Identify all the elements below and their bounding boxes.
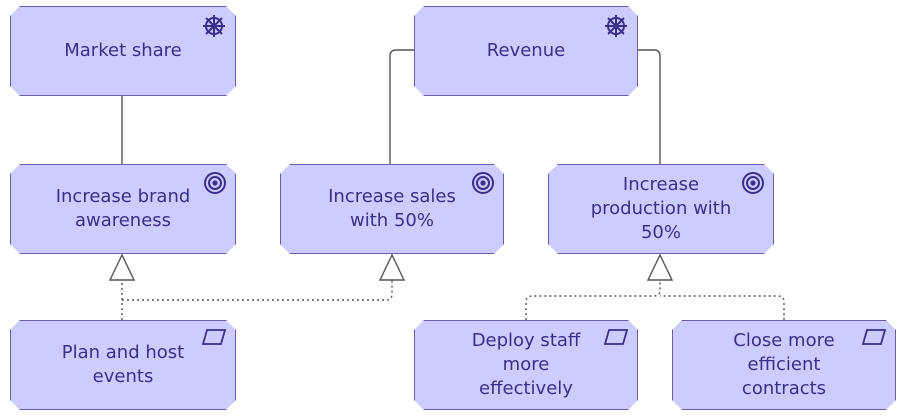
node-revenue[interactable]: Revenue [414, 6, 638, 96]
node-market-share[interactable]: Market share [10, 6, 236, 96]
goal-icon [741, 171, 765, 195]
node-plan-and-host-events[interactable]: Plan and host events [10, 320, 236, 410]
driver-icon [603, 13, 629, 39]
node-label: Market share [64, 40, 182, 61]
node-label: Revenue [486, 40, 566, 61]
node-label: Increase sales with 50% [328, 186, 456, 231]
goal-icon [471, 171, 495, 195]
arrowhead-production [646, 253, 674, 281]
node-increase-brand-awareness[interactable]: Increase brand awareness [10, 164, 236, 254]
work-package-icon [603, 327, 629, 347]
node-label: Deploy staff more effectively [471, 330, 581, 399]
realize-plan-sales [122, 280, 393, 301]
node-deploy-staff[interactable]: Deploy staff more effectively [414, 320, 638, 410]
realize-close-production [660, 295, 785, 320]
arrowhead-brand [108, 253, 136, 281]
node-close-contracts[interactable]: Close more efficient contracts [672, 320, 896, 410]
node-increase-sales[interactable]: Increase sales with 50% [280, 164, 504, 254]
node-label: Increase production with 50% [590, 174, 732, 243]
driver-icon [201, 13, 227, 39]
node-label: Increase brand awareness [55, 186, 191, 231]
link-revenue-production [638, 49, 661, 164]
node-label: Plan and host events [61, 342, 185, 387]
node-label: Close more efficient contracts [733, 330, 835, 399]
node-increase-production[interactable]: Increase production with 50% [548, 164, 774, 254]
link-revenue-sales [389, 49, 414, 164]
goal-icon [203, 171, 227, 195]
work-package-icon [861, 327, 887, 347]
work-package-icon [201, 327, 227, 347]
arrowhead-sales [378, 253, 406, 281]
realize-deploy-production [525, 280, 661, 320]
